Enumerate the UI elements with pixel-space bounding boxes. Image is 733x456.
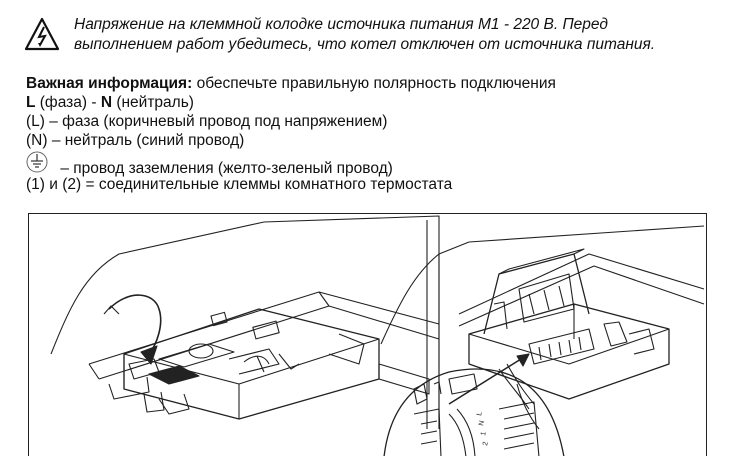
important-info-block: Важная информация: обеспечьте правильную… [26, 74, 706, 194]
polarity-line: L (фаза) - N (нейтраль) [26, 93, 706, 112]
important-label: Важная информация: [26, 75, 193, 92]
terminal-label-2: 2 [482, 441, 490, 446]
polarity-l-text: (фаза) - [35, 94, 101, 111]
terminal-label-n: N [478, 420, 486, 426]
wiring-figure: L N 1 2 [28, 213, 707, 456]
wiring-illustration: L N 1 2 [50, 215, 705, 456]
ground-symbol-icon [26, 151, 48, 173]
warning-text: Напряжение на клеммной колодке источника… [74, 15, 714, 55]
phase-line: (L) – фаза (коричневый провод под напряж… [26, 113, 388, 130]
warning-line-2: выполнением работ убедитесь, что котел о… [74, 36, 656, 53]
ground-line-text: – провод заземления (желто-зеленый прово… [60, 160, 393, 177]
warning-line-1: Напряжение на клеммной колодке источника… [74, 16, 608, 33]
high-voltage-warning-icon [24, 17, 60, 51]
thermostat-line: (1) и (2) = соединительные клеммы комнат… [26, 176, 453, 193]
polarity-n-text: (нейтраль) [112, 94, 194, 111]
boiler-control-box-closed-illustration [50, 215, 440, 429]
boiler-control-box-open-illustration [380, 225, 705, 456]
important-info-line: Важная информация: обеспечьте правильную… [26, 74, 706, 93]
polarity-n: N [100, 94, 113, 111]
terminal-label-l: L [476, 411, 484, 416]
polarity-l: L [26, 94, 36, 111]
neutral-line: (N) – нейтраль (синий провод) [26, 132, 245, 149]
ground-line-row: – провод заземления (желто-зеленый прово… [26, 151, 706, 177]
important-text: обеспечьте правильную полярность подключ… [192, 75, 556, 92]
terminal-label-1: 1 [480, 431, 488, 436]
